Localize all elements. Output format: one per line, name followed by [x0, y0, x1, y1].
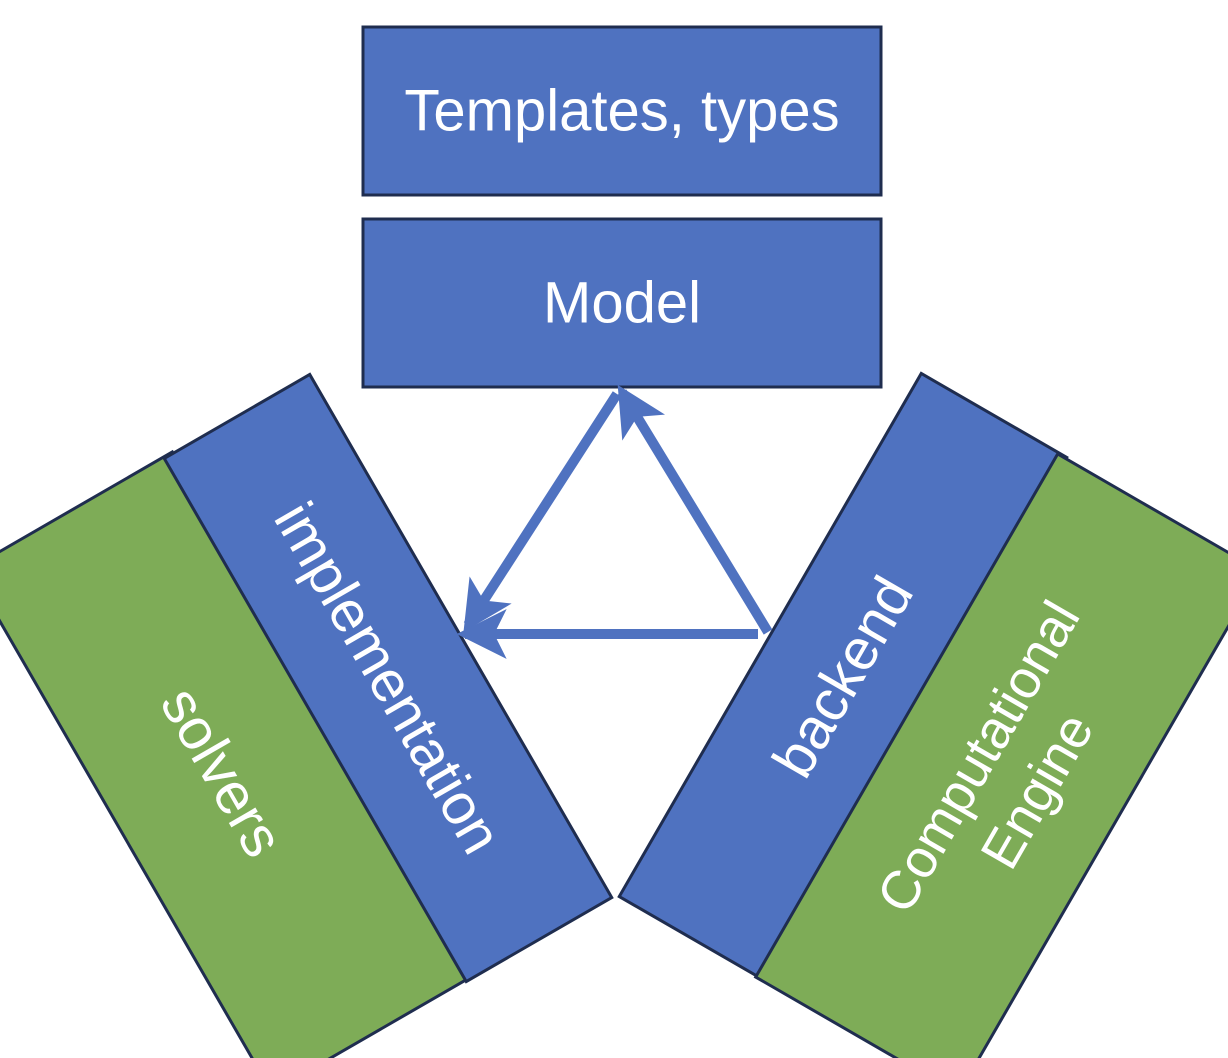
arrows — [456, 384, 773, 659]
templates-types-box: Templates, types — [361, 25, 883, 197]
implementation-box: implementation — [162, 372, 614, 984]
templates-types-label: Templates, types — [404, 79, 839, 144]
arrow-backend-to-model — [617, 384, 773, 635]
model-box: Model — [361, 217, 883, 389]
model-label: Model — [543, 271, 701, 336]
solvers-box: solvers — [0, 449, 477, 1058]
arrow-model-to-implementation — [463, 391, 622, 633]
